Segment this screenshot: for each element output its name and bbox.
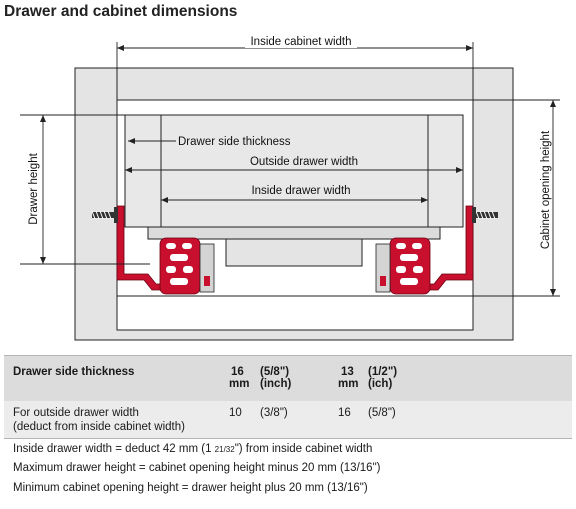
note-min-cabinet-opening: Minimum cabinet opening height = drawer … [13,482,368,494]
row-col1-inch: (3/8") [260,407,288,419]
row-col2-mm: 16 [338,407,351,419]
drawer-back-panel [160,114,429,228]
note-max-drawer-height: Maximum drawer height = cabinet opening … [13,462,381,474]
right-screw-icon [472,207,498,223]
drawer-cabinet-diagram: Inside cabinet width Drawer side thickne… [20,34,560,341]
drawer-side-thickness-label: Drawer side thickness [178,136,291,148]
note1-text-a: Inside drawer width = deduct 42 mm (1 [13,443,215,455]
note1-fraction: 21/32 [214,445,235,454]
drawer-height-dimension [20,114,150,265]
table-header-label: Drawer side thickness [13,366,135,378]
cabinet-opening-height-dimension [473,99,560,297]
row-label-line2: (deduct from inside cabinet width) [13,421,185,433]
drawer-right-side [427,114,464,228]
drawer-side-thickness-dimension [124,138,176,150]
row-label-line1: For outside drawer width [13,407,139,419]
drawer-bottom-panel [147,226,441,240]
drawer-height-label: Drawer height [28,152,40,224]
col1-mm-value: 16 [231,366,244,378]
cabinet-top-rail [116,67,474,101]
page-title: Drawer and cabinet dimensions [4,3,238,20]
table-row: For outside drawer width (deduct from in… [4,401,572,439]
outside-drawer-width-label: Outside drawer width [250,156,358,168]
cabinet-opening-height-label: Cabinet opening height [540,130,552,249]
table-header-row: Drawer side thickness 16 mm (5/8") (inch… [4,355,572,402]
col1-inch-value: (5/8") [260,366,290,378]
inside-cabinet-width-label: Inside cabinet width [250,36,351,48]
col2-mm-value: 13 [341,366,354,378]
note1-text-b: ") from inside cabinet width [234,443,373,455]
right-drawer-slide [375,205,474,295]
inside-drawer-width-label: Inside drawer width [251,185,350,197]
col2-inch-unit: (ich) [368,378,393,390]
col2-inch-value: (1/2") [368,366,398,378]
left-screw-icon [91,207,118,223]
drawer-left-side [124,114,162,228]
note-inside-drawer-width: Inside drawer width = deduct 42 mm (1 21… [13,443,372,455]
col1-mm-unit: mm [229,378,250,390]
row-col1-mm: 10 [229,407,242,419]
col2-mm-unit: mm [338,378,359,390]
row-col2-inch: (5/8") [368,407,396,419]
col1-inch-unit: (inch) [260,378,292,390]
left-drawer-slide [116,205,215,295]
cabinet-bottom-shelf [116,295,474,331]
drawer-runner [225,238,363,267]
